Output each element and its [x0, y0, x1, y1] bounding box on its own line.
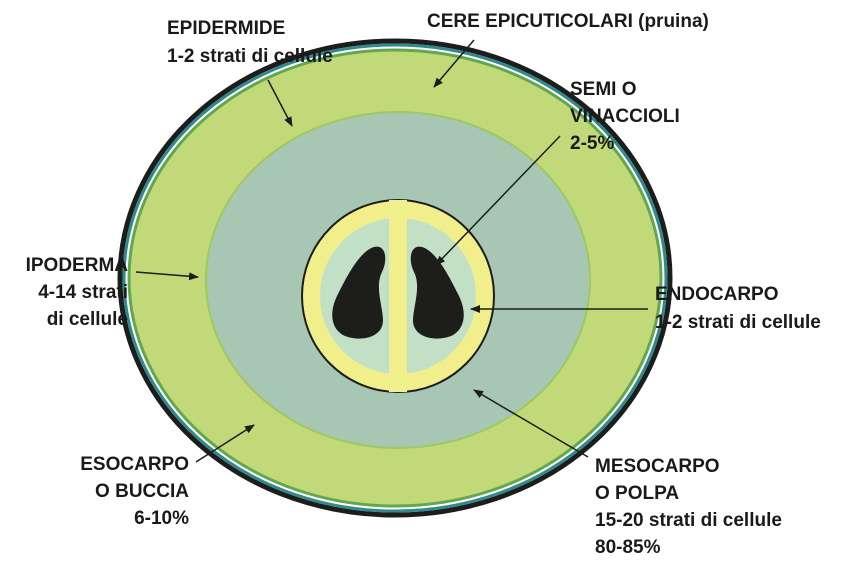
label-semi-percent: 2-5%: [570, 133, 614, 154]
central-septum: [389, 200, 407, 392]
label-endocarpo-title: ENDOCARPO: [655, 284, 779, 305]
label-endocarpo-detail: 1-2 strati di cellule: [655, 312, 821, 333]
label-esocarpo-percent: 6-10%: [134, 508, 189, 529]
label-esocarpo-line2: O BUCCIA: [95, 481, 189, 502]
label-ipoderma: IPODERMA 4-14 strati di cellule: [26, 255, 129, 330]
label-mesocarpo-title: MESOCARPO: [595, 456, 720, 477]
label-ipoderma-line3: di cellule: [47, 309, 128, 330]
label-mesocarpo-percent: 80-85%: [595, 537, 661, 558]
label-semi-line1: SEMI O: [570, 79, 637, 100]
label-esocarpo: ESOCARPO O BUCCIA 6-10%: [80, 454, 189, 529]
label-epidermide: EPIDERMIDE 1-2 strati di cellule: [167, 18, 333, 67]
label-semi: SEMI O VINACCIOLI 2-5%: [570, 79, 680, 154]
label-mesocarpo: MESOCARPO O POLPA 15-20 strati di cellul…: [595, 456, 782, 558]
label-mesocarpo-line2: O POLPA: [595, 483, 679, 504]
label-ipoderma-line2: 4-14 strati: [38, 282, 128, 303]
label-esocarpo-title: ESOCARPO: [80, 454, 189, 475]
label-epidermide-title: EPIDERMIDE: [167, 18, 285, 39]
label-endocarpo: ENDOCARPO 1-2 strati di cellule: [655, 284, 821, 333]
label-cere: CERE EPICUTICOLARI (pruina): [427, 11, 709, 32]
label-mesocarpo-detail: 15-20 strati di cellule: [595, 510, 782, 531]
label-ipoderma-title: IPODERMA: [26, 255, 129, 276]
label-cere-title: CERE EPICUTICOLARI (pruina): [427, 11, 709, 32]
label-epidermide-detail: 1-2 strati di cellule: [167, 46, 333, 67]
label-semi-line2: VINACCIOLI: [570, 106, 680, 127]
